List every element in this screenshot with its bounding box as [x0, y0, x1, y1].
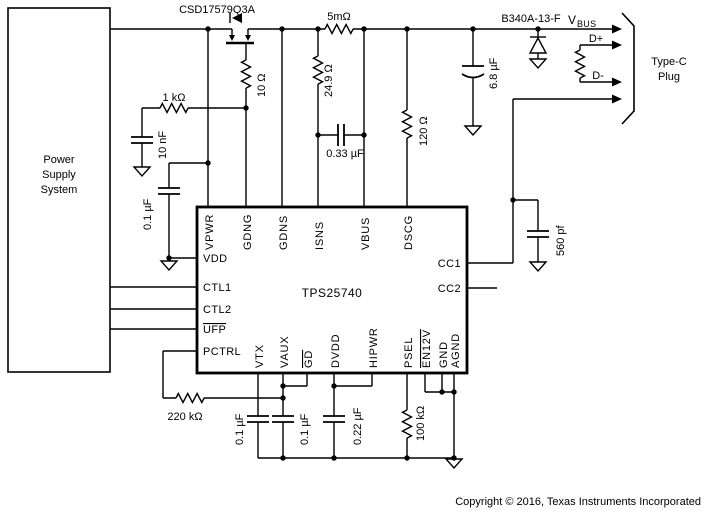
cap-dvdd-label: 0.22 µF — [352, 407, 364, 445]
resistor-220k-symbol — [175, 392, 205, 404]
pin-label-ctl1: CTL1 — [203, 282, 232, 294]
cc-arrow-icon — [612, 94, 622, 104]
cap-6p8-label: 6.8 µF — [488, 57, 500, 89]
wires — [110, 28, 612, 459]
cap-560pf-symbol — [527, 230, 549, 238]
cap-0p33-label: 0.33 µF — [326, 148, 364, 160]
capacitor-symbols — [131, 65, 549, 423]
typec-plug: Type-C Plug V BUS D+ D- — [568, 12, 687, 125]
pin-label-dvdd: DVDD — [330, 334, 342, 368]
resistor-24p9-symbol — [312, 55, 324, 85]
cap-10nF-symbol — [131, 136, 153, 144]
resistor-120-label: 120 Ω — [418, 116, 430, 146]
cap-6p8uF-curved-plate — [461, 73, 485, 79]
cap-0p1uF-vtx-symbol — [247, 415, 269, 423]
pin-label-ctl2: CTL2 — [203, 304, 232, 316]
body-diode-icon — [232, 13, 242, 23]
typec-plug-label-1: Type-C — [651, 56, 687, 68]
cap-0p1uF-vpwr-symbol — [158, 187, 180, 195]
cap-10nF-label: 10 nF — [157, 131, 169, 159]
resistor-100k-symbol — [401, 409, 413, 439]
resistor-1k-symbol — [159, 102, 189, 114]
pin-label-isns: ISNS — [314, 221, 326, 250]
power-supply-box — [7, 7, 111, 373]
cap-vtx-label: 0.1 µF — [234, 413, 246, 445]
ground-icon — [160, 260, 178, 271]
ground-icon — [464, 125, 482, 136]
plug-arrows — [612, 24, 622, 104]
resistor-dp-dm-symbol — [574, 49, 586, 79]
resistor-100k-label: 100 kΩ — [415, 406, 427, 441]
pin-label-agnd: AGND — [450, 333, 462, 368]
psu-label-line2: Supply — [42, 169, 76, 181]
pin-label-hipwr: HIPWR — [368, 327, 380, 368]
ground-icon — [529, 58, 547, 69]
pin-label-en12v: EN12V — [421, 329, 433, 368]
cap-560pf-label: 560 pf — [555, 224, 567, 256]
shunt-label: 5mΩ — [327, 11, 351, 23]
pin-label-vdd: VDD — [203, 253, 227, 265]
resistor-220k-label: 220 kΩ — [167, 411, 202, 423]
cap-vaux-label: 0.1 µF — [299, 413, 311, 445]
resistor-120-symbol — [401, 109, 413, 139]
cap-0p1uF-vaux-symbol — [272, 415, 294, 423]
cap-vpwr-label: 0.1 µF — [142, 198, 154, 230]
component-labels: CSD17579Q3A 5mΩ B340A-13-F 1 kΩ 10 Ω 10 … — [142, 4, 567, 445]
typec-plug-label-2: Plug — [658, 71, 680, 83]
dminus-label: D- — [592, 70, 604, 82]
resistor-1k-label: 1 kΩ — [163, 92, 186, 104]
pin-label-vaux: VAUX — [279, 336, 291, 368]
pin-label-vbus: VBUS — [360, 217, 372, 250]
pin-label-dscg: DSCG — [403, 215, 415, 250]
vbus-net-label-sub: BUS — [577, 19, 596, 29]
pin-label-gd: GD — [303, 350, 315, 368]
schottky-diode-symbol — [528, 36, 548, 54]
pin-label-cc1: CC1 — [438, 258, 461, 270]
pin-label-cc2: CC2 — [438, 283, 461, 295]
dplus-arrow-icon — [612, 40, 622, 50]
ic-part-number: TPS25740 — [302, 286, 363, 300]
ground-icon — [133, 166, 151, 177]
psu-label-line1: Power — [43, 154, 75, 166]
pin-label-gdng: GDNG — [242, 214, 254, 250]
diode-label: B340A-13-F — [501, 13, 561, 25]
ic-labels: TPS25740 VPWR GDNG GDNS ISNS VBUS DSCG V… — [203, 214, 462, 368]
dplus-label: D+ — [589, 33, 603, 45]
vbus-net-label: V — [568, 13, 576, 27]
dminus-arrow-icon — [612, 77, 622, 87]
resistor-10-label: 10 Ω — [256, 73, 268, 97]
ic-box — [195, 205, 469, 375]
mosfet-symbol — [226, 13, 254, 45]
pin-label-vpwr: VPWR — [204, 214, 216, 250]
cap-0p33uF-symbol — [337, 124, 345, 146]
pin-label-pctrl: PCTRL — [203, 346, 241, 358]
pin-label-gdns: GDNS — [278, 215, 290, 250]
copyright-text: Copyright © 2016, Texas Instruments Inco… — [455, 496, 701, 508]
resistor-24p9-label: 24.9 Ω — [323, 64, 335, 97]
cap-0p22uF-dvdd-symbol — [323, 415, 345, 423]
typec-bracket — [621, 12, 635, 125]
ground-icon — [529, 261, 547, 272]
resistor-10-symbol — [240, 59, 252, 89]
pin-label-psel: PSEL — [403, 337, 415, 368]
pin-label-vtx: VTX — [254, 344, 266, 368]
vbus-arrow-icon — [612, 24, 622, 34]
resistor-5m-shunt-symbol — [324, 23, 354, 35]
mosfet-label: CSD17579Q3A — [179, 4, 255, 16]
junction-dots — [166, 26, 541, 461]
psu-label-line3: System — [41, 184, 78, 196]
pin-label-ufp: UFP — [203, 324, 226, 336]
pin-label-gnd: GND — [438, 341, 450, 368]
power-supply-label: Power Supply System — [41, 154, 78, 196]
